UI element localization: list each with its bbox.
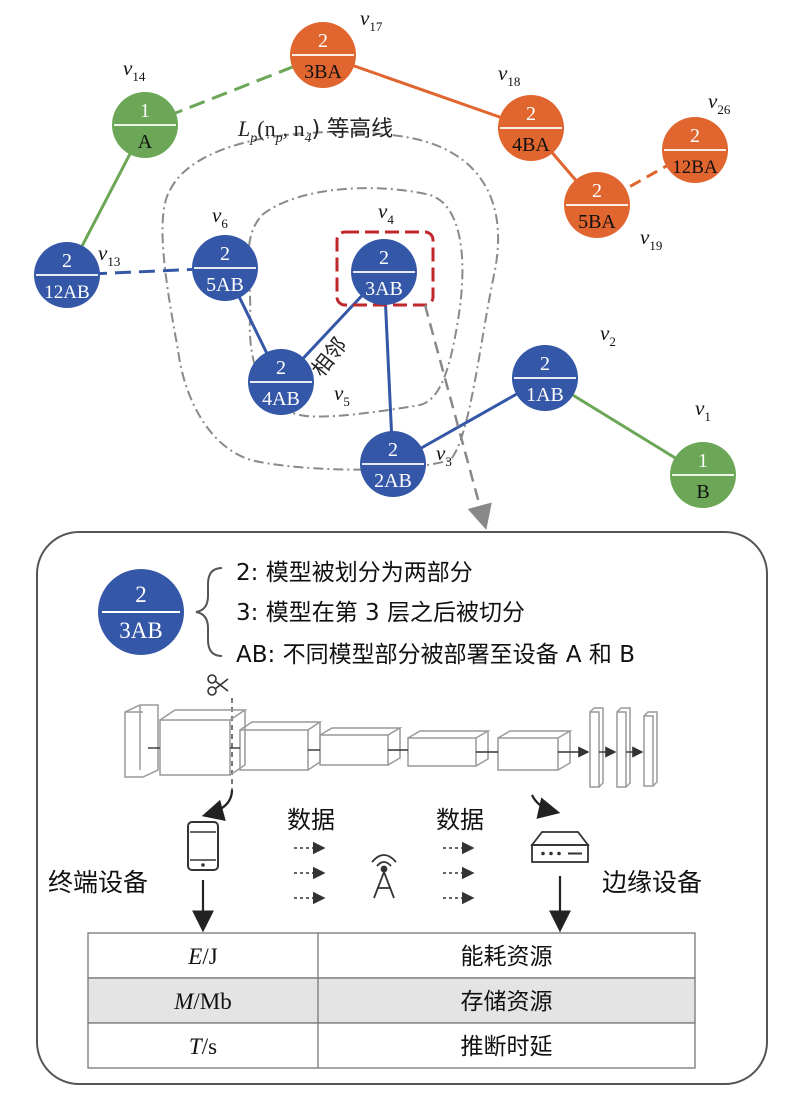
legend-line-1: 2: 模型被划分为两部分 [236, 560, 473, 586]
node-split: 3BA [304, 61, 342, 83]
node-parts: 2 [62, 250, 72, 272]
svg-text:3AB: 3AB [119, 618, 162, 643]
legend-brace [195, 567, 223, 657]
table-description: 推断时延 [461, 1034, 553, 1060]
node-label: v26 [708, 89, 731, 117]
node-v18: 2 4BA v18 [498, 61, 564, 161]
node-parts: 2 [276, 357, 286, 379]
node-v4: 2 3AB v4 [351, 199, 417, 305]
data-label-right: 数据 [436, 806, 484, 834]
node-v5: 2 4AB v5 [248, 349, 350, 415]
table-description: 存储资源 [461, 989, 553, 1015]
network-layers [124, 704, 658, 788]
node-split: 2AB [374, 470, 412, 492]
zoom-arrow [423, 304, 492, 530]
node-v26: 2 12BA v26 [662, 89, 731, 183]
node-split: 1AB [526, 384, 564, 406]
node-v13: 2 12AB v13 [34, 241, 120, 308]
node-split: 5AB [206, 274, 244, 296]
data-flow-arrows-left [294, 841, 326, 905]
legend-line-3: AB: 不同模型部分被部署至设备 A 和 B [236, 642, 635, 668]
legend-node: 2 3AB [98, 569, 184, 655]
node-label: v17 [360, 6, 383, 34]
node-parts: 2 [379, 247, 389, 269]
node-label: v5 [334, 381, 350, 409]
node-label: v18 [498, 61, 520, 89]
arrow-to-terminal [201, 789, 234, 822]
node-split: 5BA [578, 211, 616, 233]
legend-line-2: 3: 模型在第 3 层之后被切分 [236, 600, 525, 626]
adjacent-label: 相邻 [307, 333, 352, 381]
node-label: v6 [212, 203, 228, 231]
antenna-icon [371, 854, 397, 899]
contour-label: Lp(np, n4) 等高线 [237, 116, 393, 146]
node-label: v19 [640, 225, 662, 253]
node-split: A [138, 131, 153, 153]
selected-node-highlight [335, 230, 435, 307]
node-label: v13 [98, 241, 120, 269]
node-v19: 2 5BA v19 [564, 172, 662, 253]
node-split: 12AB [44, 282, 89, 303]
table-row: E/J 能耗资源 [87, 932, 696, 979]
node-split: 4BA [512, 134, 550, 156]
node-parts: 1 [698, 450, 708, 472]
resource-table: E/J 能耗资源 M/Mb 存储资源 T/s 推断时延 [87, 932, 696, 1069]
table-row: T/s 推断时延 [87, 1022, 696, 1069]
data-flow-arrows-right [443, 841, 475, 905]
node-parts: 2 [388, 439, 398, 461]
nodes-layer: 1Av1423BAv1724BAv18212BAv2625BAv19212ABv… [34, 6, 736, 508]
node-parts: 2 [318, 30, 328, 52]
node-parts: 1 [140, 100, 150, 122]
node-label: v1 [695, 396, 711, 424]
node-v17: 2 3BA v17 [290, 6, 383, 88]
node-parts: 2 [690, 125, 700, 147]
node-label: v2 [600, 321, 616, 349]
svg-text:2: 2 [135, 582, 147, 607]
node-label: v4 [378, 199, 394, 227]
terminal-device-label: 终端设备 [48, 868, 148, 897]
layer-connections [148, 746, 644, 758]
contour-outer [161, 131, 500, 471]
node-split: 3AB [365, 278, 403, 300]
node-parts: 2 [220, 243, 230, 265]
node-split: B [696, 481, 709, 503]
node-split: 12BA [672, 157, 718, 178]
node-v3: 2 2AB v3 [360, 431, 452, 497]
detail-panel [36, 531, 768, 1085]
smartphone-icon [187, 821, 219, 871]
node-parts: 2 [592, 180, 602, 202]
table-metric: E/J [187, 944, 217, 969]
node-split: 4AB [262, 388, 300, 410]
arrow-to-edge [531, 794, 561, 819]
node-label: v3 [436, 441, 452, 469]
data-label-left: 数据 [287, 806, 335, 834]
edge-device-label: 边缘设备 [602, 868, 702, 897]
table-metric: M/Mb [173, 989, 232, 1014]
edge-v17-v18 [322, 53, 532, 130]
node-v2: 2 1AB v2 [512, 321, 616, 411]
edge-server-icon [530, 831, 590, 863]
node-parts: 2 [540, 353, 550, 375]
table-metric: T/s [189, 1034, 217, 1059]
scissors-icon [207, 674, 229, 696]
node-parts: 2 [526, 103, 536, 125]
table-description: 能耗资源 [461, 944, 553, 970]
table-row: M/Mb 存储资源 [87, 977, 696, 1024]
node-v6: 2 5AB v6 [192, 203, 258, 301]
node-label: v14 [123, 56, 146, 84]
